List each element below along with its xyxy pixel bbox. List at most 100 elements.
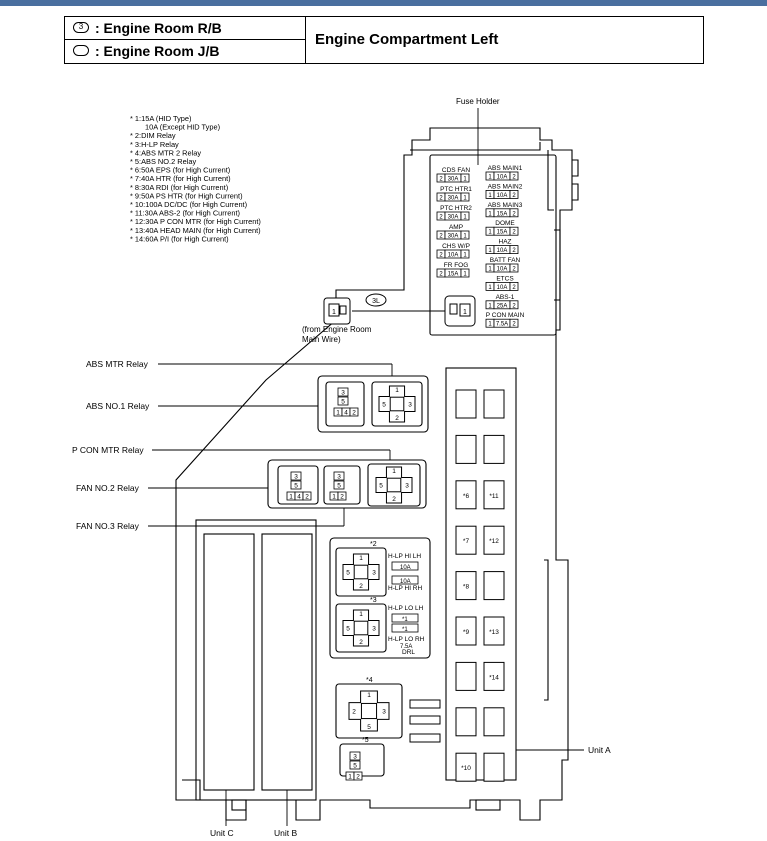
fuse-cell-text: 10A [497,193,508,199]
top-bar [0,0,767,6]
fuse-cell-text: 2 [439,215,443,221]
fuse-cell-text: 10A [497,267,508,273]
fuse-cell-text: 1 [463,215,467,221]
fuse-cell-text: 2 [439,272,443,278]
fuse-name: HAZ [499,239,512,246]
note-line: * 7:40A HTR (for High Current) [130,174,231,183]
fuse-cell-text: 10A [497,248,508,254]
legend-left: 3 : Engine Room R/B : Engine Room J/B [65,17,306,63]
fuse-cell [509,263,519,273]
relay-pin-box [337,396,349,406]
hlp-drl: DRL [402,649,415,656]
legend-row-rb: 3 : Engine Room R/B [65,17,305,40]
relay-pin-box [333,471,345,481]
note-line: * 2:DIM Relay [130,131,176,140]
unit-region [195,519,317,801]
fuse-cell [460,211,470,221]
fuse-cell-text: 2 [512,193,516,199]
connector-pin [449,303,458,315]
relay-center [353,620,369,636]
bottom-tab [475,799,501,811]
note-line: * 1:15A (HID Type) [130,114,191,123]
relay-pin: 1 [395,387,399,394]
hlp-lo-rh: H-LP LO RH [388,636,425,643]
fuse-cell-text: 2 [439,234,443,240]
unit-a-fuse-label: *8 [463,584,470,591]
relay-center [389,396,405,412]
abs-no1-label: ABS NO.1 Relay [86,401,150,411]
unit-a-fuse-slot [483,752,505,782]
note-line: * 3:H-LP Relay [130,140,179,149]
fuse-cell-text: 2 [512,211,516,217]
housing-inner [182,142,554,800]
fuse-cell-text: 15A [448,272,459,278]
relay-pin: 5 [353,763,357,770]
fuse-cell-text: 2 [512,230,516,236]
fuse-cell [460,230,470,240]
connector-pin [339,305,347,315]
relay-pin: 5 [346,626,350,633]
unit-a-slots: *6*11*7*12*8*9*13*14*10 [455,389,505,782]
fuse-cell [509,300,519,310]
note-line: * 14:60A P/I (for High Current) [130,234,229,243]
fuse-name: ETCS [496,275,514,282]
relay-pin-box [302,491,312,501]
fuse-cell [460,192,470,202]
fuse-cell-text: 2 [512,175,516,181]
note-line: * 10:100A DC/DC (for High Current) [130,200,247,209]
fuse-name: ABS MAIN1 [488,165,523,172]
unit-a-box [445,367,517,781]
hlp-fuse2: 10A [400,579,411,585]
relay-pin-box [333,480,345,490]
page-title: Engine Compartment Left [315,31,499,48]
unit-a-fuse-slot [483,571,505,601]
fuse-cell-text: 10A [497,175,508,181]
relay-pin: 1 [348,774,352,781]
unit-a-fuse-slot [455,571,477,601]
relay-pin-box [290,471,302,481]
fuse-name: FR FOG [444,262,469,269]
fuse-cell-text: 15A [497,211,508,217]
hlp-hi-lh: H-LP HI LH [388,553,421,560]
fuse-cell-text: 30A [448,196,459,202]
unit-a-fuse-label: *10 [461,765,471,772]
relay-pin-box [290,480,302,490]
relay-pin: 3 [337,474,341,481]
unit-a-fuse-label: *13 [489,629,499,636]
relay-pin: 2 [305,494,309,501]
fuse-cell-text: 2 [439,196,443,202]
fuse-cell [460,173,470,183]
legend-row-jb: : Engine Room J/B [65,40,305,63]
relay-pin-box [353,771,363,781]
relay-pin: 2 [352,410,356,417]
abs-mtr-label: ABS MTR Relay [86,359,149,369]
unit-a-fuse-slot [483,389,505,419]
fuse-name: ABS-1 [496,294,515,301]
relay-pin-box [349,407,359,417]
fuse-cell-text: 1 [488,175,492,181]
relay-pin: 2 [359,639,363,646]
unit-b-label: Unit B [274,828,297,838]
relay-pin: 3 [341,390,345,397]
relay-pin: 3 [405,483,409,490]
fuse-cell [460,268,470,278]
fuse-cell [509,226,519,236]
hlp-fuse1: 10A [400,565,411,571]
connector-pin-1b: 1 [463,309,467,316]
side-tabs [544,159,579,701]
hlp-hi-rh: H-LP HI RH [388,585,422,592]
fuse-name: PTC HTR2 [440,205,472,212]
fuse-name: BATT FAN [490,257,521,264]
fuse-holder-box [429,154,557,336]
unit-a-fuse-label: *6 [463,493,470,500]
unit-a-fuse-slot [483,480,505,510]
relay-center [386,477,402,493]
relay-pin: 3 [372,570,376,577]
fuse-cell-text: 1 [463,196,467,202]
relay-pin: 5 [379,483,383,490]
relay-pin: 1 [289,494,293,501]
fuse-cell-text: 1 [463,253,467,259]
relay-pin: 2 [356,774,360,781]
legend-rb-label: : Engine Room R/B [95,20,222,36]
